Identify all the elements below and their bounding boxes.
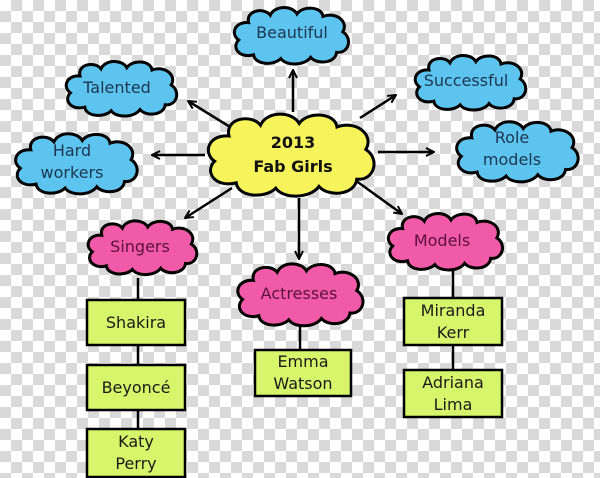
person-katy-perry: Katy Perry [115,431,156,475]
person-adriana-lima-line-1: Adriana [422,373,484,392]
person-beyonce: Beyoncé [101,378,171,397]
box-beyonce [85,363,187,412]
category-models: Models [413,231,471,250]
trait-hard-workers-line-1: Hard [52,141,92,160]
center-node-label: 2013 Fab Girls [253,131,332,179]
person-katy-perry-line-1: Katy [118,432,154,451]
arrow-to-successful [359,95,396,120]
arrow-to-models [354,178,402,214]
category-actresses: Actresses [260,284,338,303]
person-emma-watson-line-2: Watson [273,374,333,393]
arrow-to-talented [188,101,236,132]
box-shakira [85,298,187,347]
person-adriana-lima: Adriana Lima [422,372,484,416]
box-emma-watson [253,348,353,398]
person-emma-watson-line-1: Emma [277,352,329,371]
box-miranda-kerr [402,296,504,347]
person-shakira: Shakira [105,313,167,332]
center-line-1: 2013 [270,133,316,152]
person-katy-perry-line-2: Perry [115,454,157,473]
arrow-to-singers [185,186,233,218]
trait-role-models-line-2: models [482,150,542,169]
person-miranda-kerr-line-1: Miranda [420,301,486,320]
box-katy-perry [85,427,187,478]
person-miranda-kerr: Miranda Kerr [421,300,486,344]
person-adriana-lima-line-2: Lima [433,395,473,414]
connectors [136,70,455,429]
category-singers: Singers [110,237,170,256]
trait-successful: Successful [423,71,509,90]
trait-hard-workers: Hard workers [41,140,104,184]
trait-role-models: Role models [483,127,541,171]
person-miranda-kerr-line-2: Kerr [436,323,470,342]
person-emma-watson: Emma Watson [273,351,332,395]
trait-hard-workers-line-2: workers [40,163,104,182]
box-adriana-lima [402,368,504,419]
trait-role-models-line-1: Role [494,128,530,147]
trait-beautiful: Beautiful [256,23,328,42]
trait-talented: Talented [83,78,151,97]
center-line-2: Fab Girls [253,157,333,176]
